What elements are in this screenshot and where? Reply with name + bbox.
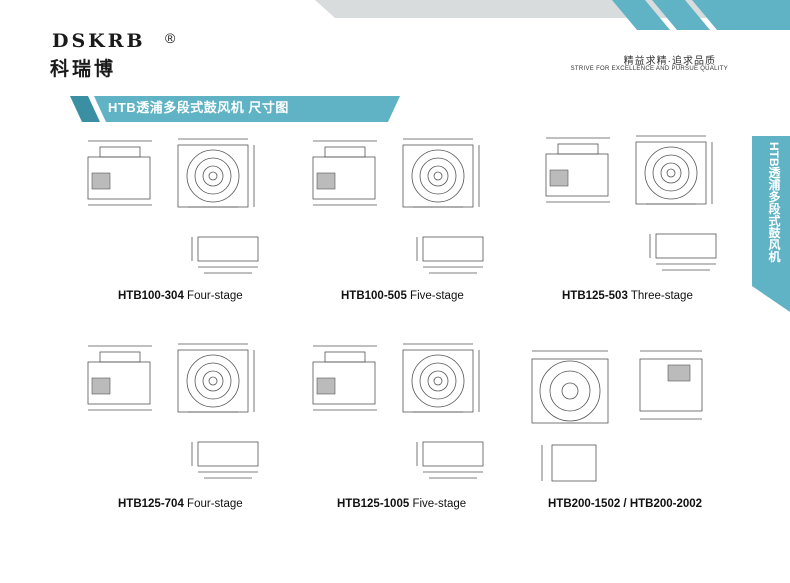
brand-name-cn: 科瑞博 — [50, 58, 117, 80]
slogan-en: STRIVE FOR EXCELLENCE AND PURSUE QUALITY — [570, 66, 728, 72]
side-tab-label: HTB透浦多段式鼓风机 — [767, 142, 781, 263]
section-banner — [70, 96, 400, 122]
drawing-1 — [87, 138, 259, 274]
registered-mark: ® — [165, 30, 176, 46]
drawing-2 — [312, 138, 484, 274]
drawing-5 — [312, 343, 484, 479]
drawing-3 — [545, 135, 717, 271]
caption-htb125-1005: HTB125-1005 Five-stage — [337, 498, 467, 510]
caption-htb200: HTB200-1502 / HTB200-2002 — [548, 498, 703, 510]
caption-htb125-704: HTB125-704 Four-stage — [118, 498, 243, 510]
side-tab — [752, 136, 790, 312]
header-decor-stripes — [315, 0, 790, 30]
slogan-cn: 精益求精·追求品质 — [623, 56, 716, 67]
section-title: HTB透浦多段式鼓风机 尺寸图 — [108, 100, 289, 115]
caption-htb125-503: HTB125-503 Three-stage — [562, 290, 693, 302]
brand-name-en: DSKRB — [52, 30, 146, 52]
caption-htb100-304: HTB100-304 Four-stage — [118, 290, 243, 302]
caption-htb100-505: HTB100-505 Five-stage — [341, 290, 464, 302]
drawing-4 — [87, 343, 259, 479]
drawing-6 — [531, 350, 703, 482]
